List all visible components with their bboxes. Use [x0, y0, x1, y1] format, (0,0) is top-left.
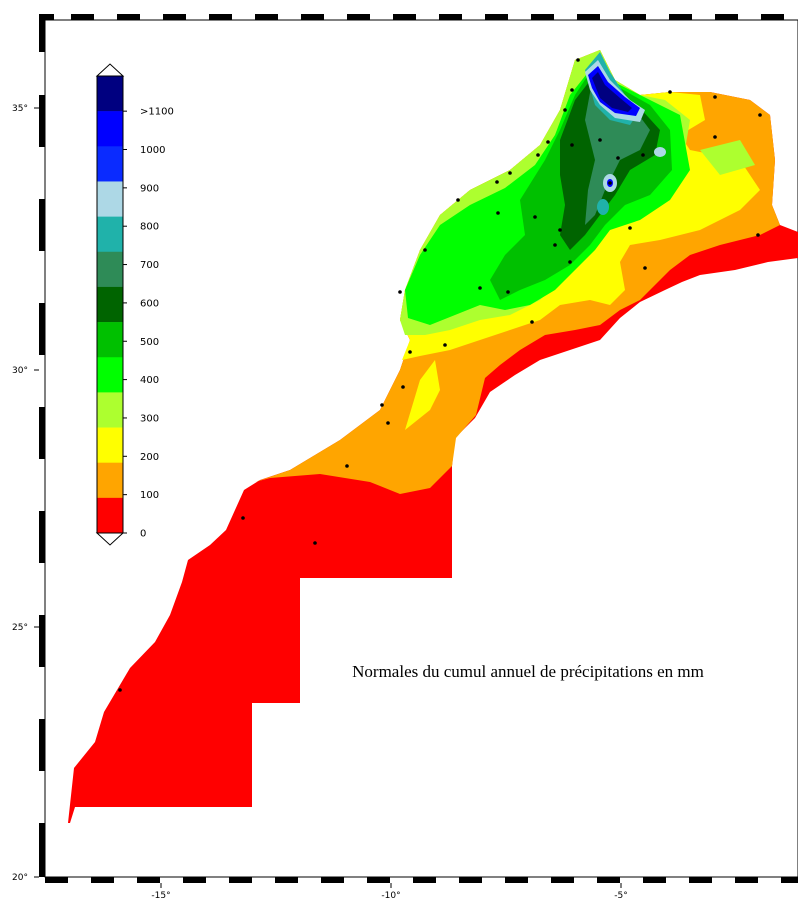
legend-label: 500	[140, 337, 159, 348]
legend-label: 0	[140, 529, 146, 540]
station-marker	[628, 226, 632, 230]
station-marker	[508, 171, 512, 175]
legend-label: 800	[140, 222, 159, 233]
station-marker	[668, 90, 672, 94]
frame-border-top	[45, 14, 784, 20]
station-marker	[443, 343, 447, 347]
legend-band	[97, 322, 123, 358]
legend-label: 700	[140, 260, 159, 271]
station-marker	[713, 95, 717, 99]
station-marker	[408, 350, 412, 354]
legend-band	[97, 111, 123, 147]
frame-border-left	[39, 14, 45, 877]
legend-label: 400	[140, 375, 159, 386]
station-marker	[496, 211, 500, 215]
lon-label: -5°	[614, 891, 627, 900]
station-marker	[456, 198, 460, 202]
station-marker	[478, 286, 482, 290]
station-marker	[756, 233, 760, 237]
station-marker	[598, 138, 602, 142]
station-marker	[401, 385, 405, 389]
legend-label: >1100	[140, 107, 174, 118]
station-marker	[345, 464, 349, 468]
station-marker	[533, 215, 537, 219]
station-marker	[570, 88, 574, 92]
legend-band	[97, 427, 123, 463]
station-marker	[758, 113, 762, 117]
lat-label: 25°	[12, 623, 28, 633]
legend-band	[97, 216, 123, 253]
legend-band	[97, 497, 123, 534]
station-markers	[118, 58, 762, 692]
lat-label: 30°	[12, 366, 28, 376]
legend-band	[97, 146, 123, 182]
station-marker	[495, 180, 499, 184]
map-title: Normales du cumul annuel de précipitatio…	[352, 662, 704, 681]
legend-band	[97, 462, 123, 499]
lat-label: 20°	[12, 873, 28, 883]
legend-band	[97, 392, 123, 428]
station-marker	[616, 156, 620, 160]
legend-band	[97, 357, 123, 393]
station-marker	[380, 403, 384, 407]
zone-spot-800	[597, 199, 609, 215]
station-marker	[536, 153, 540, 157]
station-marker	[641, 153, 645, 157]
legend-band	[97, 181, 123, 217]
frame-border-bottom	[45, 877, 798, 883]
station-marker	[118, 688, 122, 692]
legend-label: 100	[140, 490, 159, 501]
station-marker	[563, 108, 567, 112]
legend-band	[97, 251, 123, 288]
station-marker	[506, 290, 510, 294]
zone-over-1100	[592, 72, 632, 112]
zone-spot-900-b	[654, 147, 666, 157]
station-marker	[576, 58, 580, 62]
axis-ticks	[34, 107, 622, 888]
legend-label: 200	[140, 452, 159, 463]
legend-band	[97, 286, 123, 323]
station-marker	[608, 181, 612, 185]
station-marker	[398, 290, 402, 294]
station-marker	[313, 541, 317, 545]
station-marker	[241, 516, 245, 520]
station-marker	[386, 421, 390, 425]
station-marker	[530, 320, 534, 324]
station-marker	[553, 243, 557, 247]
station-marker	[558, 228, 562, 232]
legend-label: 1000	[140, 145, 165, 156]
station-marker	[546, 140, 550, 144]
legend-label: 600	[140, 298, 159, 309]
lon-label: -15°	[151, 891, 170, 900]
lon-label: -10°	[381, 891, 400, 900]
station-marker	[568, 260, 572, 264]
lat-label: 35°	[12, 104, 28, 114]
station-marker	[713, 135, 717, 139]
precipitation-zones	[68, 50, 798, 823]
legend-label: 300	[140, 413, 159, 424]
legend-label: 900	[140, 183, 159, 194]
station-marker	[570, 143, 574, 147]
station-marker	[643, 266, 647, 270]
legend-band	[97, 76, 123, 112]
station-marker	[423, 248, 427, 252]
